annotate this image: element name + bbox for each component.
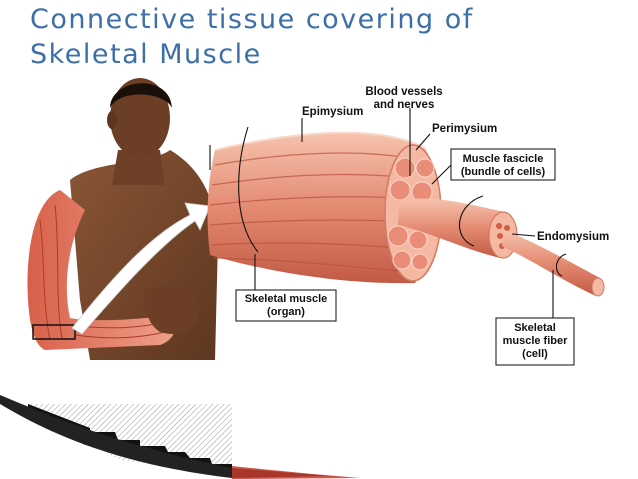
fiber-end xyxy=(591,277,605,297)
label-muscle-fiber-3: (cell) xyxy=(522,348,548,360)
label-endomysium: Endomysium xyxy=(537,231,609,243)
arm-muscle-lines xyxy=(39,204,166,341)
leader-fiber-sheath xyxy=(555,253,567,277)
ear xyxy=(107,111,117,129)
fist xyxy=(144,286,200,334)
leader-lines xyxy=(209,108,567,318)
slide-footer-decoration xyxy=(0,395,360,479)
skeletal-muscle-organ xyxy=(207,131,442,284)
label-skeletal-muscle: Skeletal muscle xyxy=(245,293,328,305)
label-box-fascicle xyxy=(450,148,556,181)
flayed-arm xyxy=(27,190,176,350)
fiber-body xyxy=(502,230,600,296)
label-epimysium: Epimysium xyxy=(302,106,363,118)
head xyxy=(110,78,170,158)
leader-endomysium xyxy=(511,233,536,237)
label-muscle-fiber: Skeletal xyxy=(514,322,556,334)
neck xyxy=(112,150,165,185)
fascicle-body xyxy=(398,198,505,258)
muscle-fiber xyxy=(502,230,605,297)
slide-title-line-1: Connective tissue covering of xyxy=(30,4,474,35)
human-figure xyxy=(27,78,218,360)
slide-title: Connective tissue covering of Skeletal M… xyxy=(30,2,474,72)
zoom-arrow xyxy=(71,202,211,335)
leader-perimysium xyxy=(415,133,431,151)
label-blood-vessels: Blood vessels xyxy=(365,86,442,98)
hair xyxy=(110,83,172,108)
label-perimysium: Perimysium xyxy=(432,123,497,135)
leader-fascicle xyxy=(431,163,453,185)
diagram-labels: Blood vessels and nerves Epimysium Perim… xyxy=(235,86,609,366)
leader-organ-sheath xyxy=(238,126,259,253)
zoom-region-box xyxy=(32,324,76,340)
label-skeletal-muscle-2: (organ) xyxy=(267,306,305,318)
muscle-body xyxy=(207,132,438,284)
label-muscle-fascicle-2: (bundle of cells) xyxy=(461,166,546,178)
label-blood-vessels-2: and nerves xyxy=(374,99,435,111)
label-muscle-fiber-2: muscle fiber xyxy=(503,335,569,347)
slide-title-line-2: Skeletal Muscle xyxy=(30,39,262,70)
label-box-skeletal-muscle xyxy=(235,289,337,322)
epimysium-sheath xyxy=(214,131,426,151)
footer-steps xyxy=(28,404,232,470)
fascicle-cross-sections xyxy=(387,157,435,271)
leader-fascicle-sheath xyxy=(459,195,484,247)
label-box-muscle-fiber xyxy=(495,317,575,366)
muscle-striations xyxy=(209,152,429,273)
footer-swoosh xyxy=(0,395,330,478)
label-muscle-fascicle: Muscle fascicle xyxy=(463,153,544,165)
footer-swoosh-highlight xyxy=(232,466,360,479)
